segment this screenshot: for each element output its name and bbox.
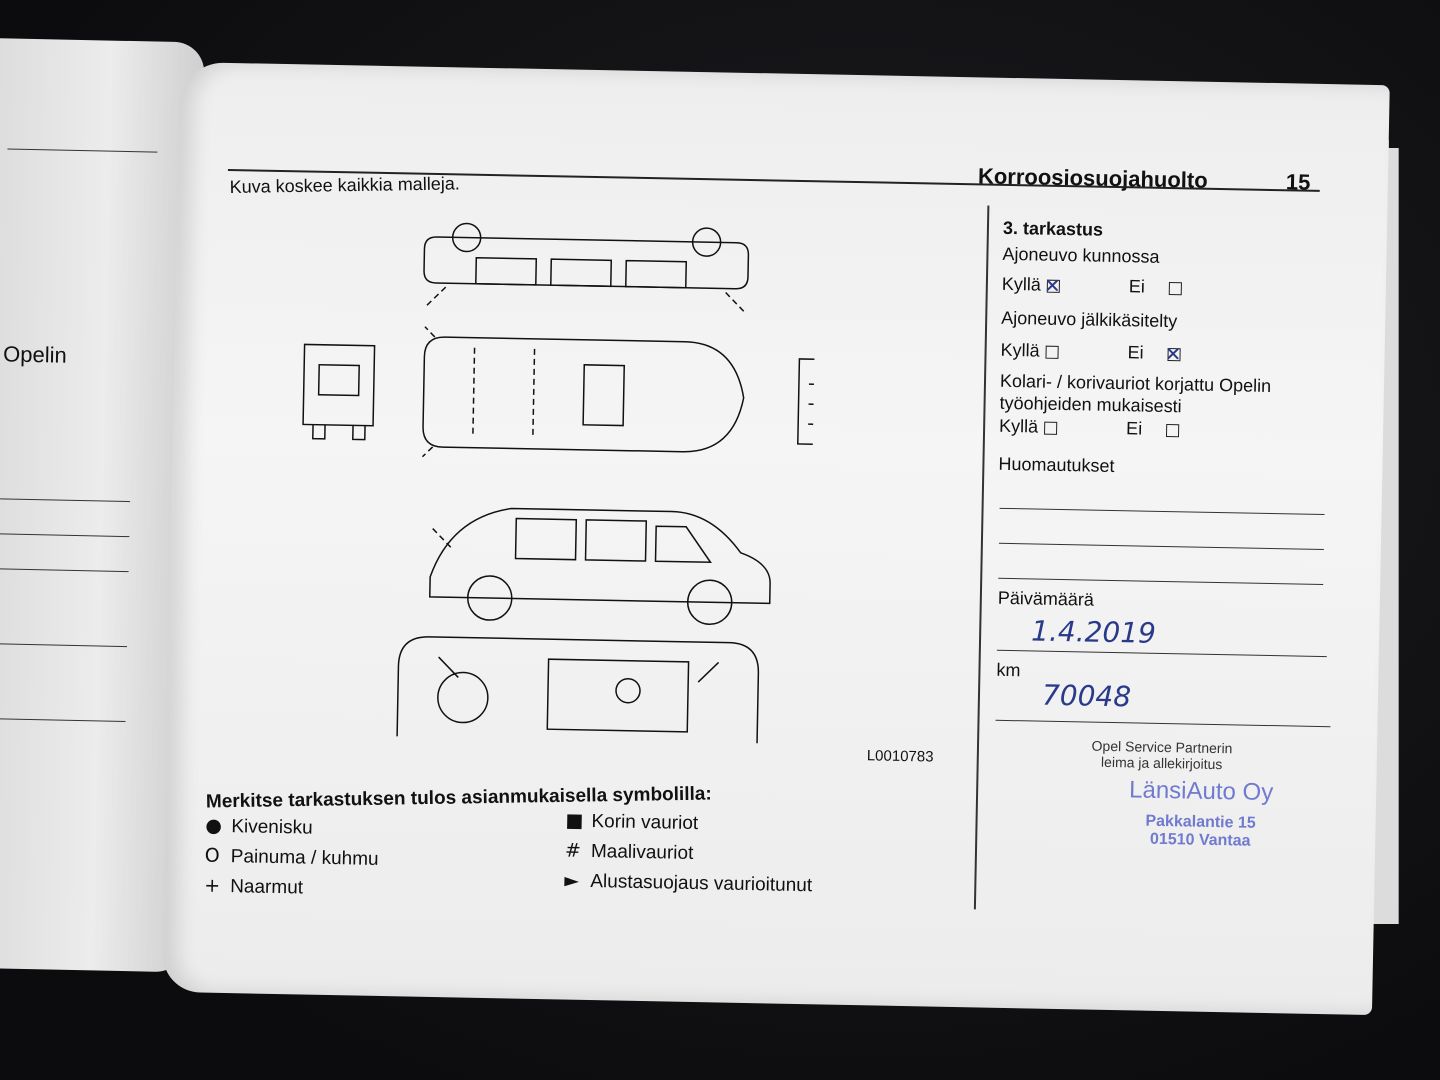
no-label: Ei xyxy=(1125,418,1143,439)
yes-label: Kyllä xyxy=(1001,273,1042,295)
question-damage-repaired: Kolari- / korivauriot korjattu Opelin ty… xyxy=(999,370,1272,417)
car-plan-view-diagram xyxy=(421,326,745,458)
filled-circle-icon: ● xyxy=(205,814,223,837)
answer-row-1: Kyllä Ei xyxy=(1001,273,1183,298)
open-circle-icon: O xyxy=(204,844,220,867)
yes-label: Kyllä xyxy=(1000,339,1040,361)
car-front-view-diagram xyxy=(797,358,818,446)
car-underbody-diagram xyxy=(396,636,760,745)
partner-label: Opel Service Partnerin leima ja allekirj… xyxy=(1091,737,1233,773)
km-label: km xyxy=(996,659,1021,681)
checkbox-yes-2[interactable] xyxy=(1045,345,1059,359)
car-side-view-diagram xyxy=(429,507,771,626)
stamp-name: LänsiAuto Oy xyxy=(1128,776,1274,807)
page-number: 15 xyxy=(1285,169,1311,195)
date-line xyxy=(996,649,1327,658)
answer-row-2: Kyllä Ei xyxy=(1000,339,1181,364)
car-top-view-diagram xyxy=(423,222,750,314)
checkbox-yes-1[interactable] xyxy=(1046,279,1060,293)
stamp-city: 01510 Vantaa xyxy=(1149,830,1251,850)
form-divider xyxy=(973,205,990,910)
question-vehicle-ok: Ajoneuvo kunnossa xyxy=(1002,243,1160,267)
no-label: Ei xyxy=(1128,276,1146,297)
date-value-handwritten: 1.4.2019 xyxy=(1030,614,1157,650)
checkbox-no-2[interactable] xyxy=(1167,347,1181,362)
hash-icon: # xyxy=(564,839,582,862)
remarks-line-2 xyxy=(998,542,1324,551)
section-title: Korroosiosuojahuolto xyxy=(977,163,1208,193)
checkbox-yes-3[interactable] xyxy=(1044,421,1058,435)
filled-square-icon: ■ xyxy=(565,809,584,832)
km-value-handwritten: 70048 xyxy=(1041,678,1132,714)
legend-item-stone-chip: ●Kivenisku xyxy=(205,814,313,839)
inspection-title: 3. tarkastus xyxy=(1002,217,1104,240)
car-diagram xyxy=(302,222,818,745)
dealer-stamp: LänsiAuto Oy Pakkalantie 15 01510 Vantaa xyxy=(1115,776,1286,851)
plus-icon: + xyxy=(203,874,221,897)
yes-label: Kyllä xyxy=(998,415,1039,437)
checkbox-no-1[interactable] xyxy=(1168,281,1183,296)
no-label: Ei xyxy=(1127,342,1144,363)
remarks-label: Huomautukset xyxy=(998,453,1115,477)
question-vehicle-treated: Ajoneuvo jälkikäsitelty xyxy=(1001,307,1178,332)
car-rear-view-diagram xyxy=(302,343,376,441)
remarks-line-3 xyxy=(998,577,1324,586)
triangle-right-icon: ► xyxy=(564,869,580,892)
checkbox-no-3[interactable] xyxy=(1166,423,1180,437)
date-label: Päivämäärä xyxy=(997,587,1095,610)
legend-item-underbody-damage: ►Alustasuojaus vaurioitunut xyxy=(564,869,813,897)
left-page-fragment: Opelin xyxy=(2,341,67,368)
legend-item-scratches: +Naarmut xyxy=(203,874,304,899)
answer-row-3: Kyllä Ei xyxy=(998,415,1180,440)
km-line xyxy=(995,719,1331,728)
legend-heading: Merkitse tarkastuksen tulos asianmukaise… xyxy=(205,783,712,813)
manual-page: Korroosiosuojahuolto 15 Kuva koskee kaik… xyxy=(162,62,1390,1016)
remarks-line-1 xyxy=(999,507,1325,516)
legend-item-paint-damage: #Maalivauriot xyxy=(564,839,694,864)
figure-code: L0010783 xyxy=(866,747,934,766)
figure-note: Kuva koskee kaikkia malleja. xyxy=(229,173,460,197)
legend-item-body-damage: ■Korin vauriot xyxy=(565,809,699,835)
